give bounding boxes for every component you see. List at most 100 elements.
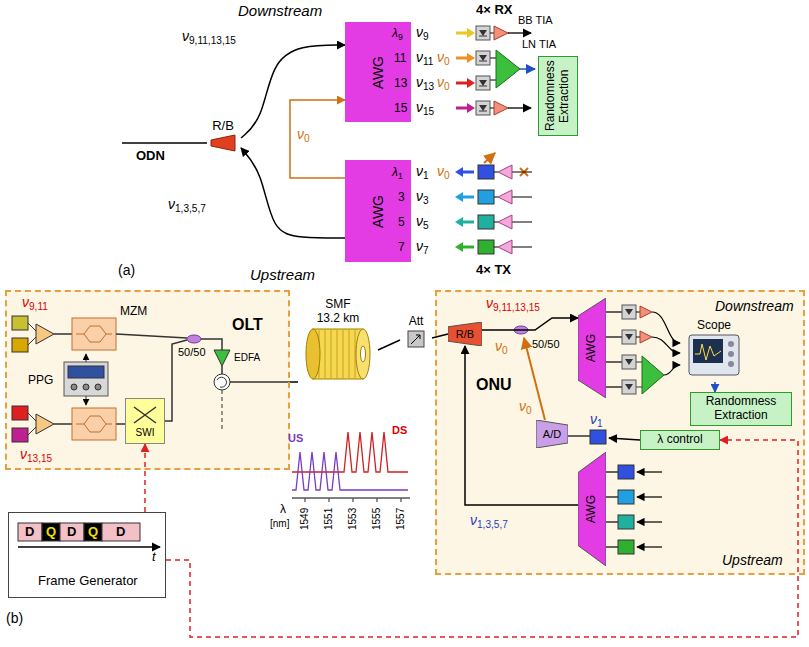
icon — [303, 327, 373, 381]
ln-tia-amplifier — [490, 58, 496, 80]
icon — [306, 329, 320, 379]
transceiver-rows — [462, 171, 474, 174]
symbol: ν — [470, 512, 477, 528]
subscript: 5 — [423, 220, 429, 231]
splitter-block: R/B — [448, 322, 482, 346]
transceiver-rows — [476, 26, 490, 40]
ln-tia-amplifier — [520, 68, 535, 70]
label: ν0 — [437, 49, 450, 66]
onu-optics — [568, 435, 590, 437]
node-content: ONU — [476, 376, 512, 394]
transceiver-rows — [462, 221, 474, 224]
label: LN TIA — [522, 38, 556, 51]
label: ν0 — [437, 163, 450, 180]
process-box: Randomness Extraction — [690, 392, 792, 426]
transceiver-rows — [622, 355, 636, 369]
transceiver-rows — [625, 384, 633, 390]
icon — [728, 361, 734, 367]
control-box: λ control — [640, 430, 720, 450]
node-text: AWG — [370, 56, 386, 89]
onu-optics — [609, 438, 640, 440]
node-content: Att — [407, 315, 425, 349]
spectrum-inset — [292, 432, 410, 502]
connector — [290, 100, 345, 178]
node-text: Randomness Extraction — [544, 59, 572, 133]
node-text: AWG — [585, 334, 599, 362]
olt-optics — [214, 350, 230, 366]
icon — [209, 134, 237, 152]
transceiver-rows — [490, 108, 494, 109]
transceiver-rows — [637, 521, 662, 522]
subscript: 13,15 — [27, 453, 52, 464]
transceiver-rows — [637, 496, 662, 497]
transceiver-rows — [606, 496, 618, 497]
icon — [361, 346, 366, 362]
label: ν1,3,5,7 — [168, 196, 206, 213]
label: 50/50 — [532, 338, 560, 351]
symbol: ν — [590, 411, 597, 427]
node-content: A/D — [543, 428, 561, 441]
label: DS — [392, 424, 407, 437]
transceiver-rows — [606, 336, 622, 337]
splitter-block: R/B — [205, 114, 241, 158]
icon — [337, 330, 338, 378]
subscript: 1,3,5,7 — [477, 519, 508, 530]
ln-tia-amplifier — [490, 50, 535, 88]
label: 1551 — [323, 508, 335, 530]
transceiver-rows — [494, 101, 508, 115]
transceiver-rows — [490, 33, 494, 34]
transceiver-rows — [636, 312, 640, 313]
transceiver-rows — [618, 515, 634, 529]
transceiver-rows — [467, 78, 475, 88]
label: t — [152, 549, 156, 565]
node-content: AWG — [370, 56, 386, 89]
transceiver-rows — [467, 28, 475, 38]
connector — [241, 45, 345, 138]
node-text: λ control — [657, 433, 702, 447]
panel-background — [5, 290, 805, 575]
transceiver-rows — [478, 240, 494, 254]
transceiver-rows — [606, 386, 622, 387]
label: ν13 — [416, 74, 434, 91]
frame-bar — [60, 523, 84, 541]
olt-optics — [83, 384, 89, 390]
label: λ9 — [392, 26, 403, 40]
transceiver-rows — [455, 242, 463, 252]
olt-optics — [214, 374, 230, 390]
symbol: ν — [416, 49, 423, 65]
label: Q — [46, 524, 56, 540]
node-content: SWI — [130, 403, 160, 439]
node-text: AWG — [585, 495, 599, 523]
node-text: Att — [409, 315, 424, 329]
transceiver-rows — [476, 101, 490, 115]
label: MZM — [120, 304, 147, 318]
onu-optics — [664, 365, 680, 375]
olt-optics — [230, 381, 290, 383]
label: ν9 — [416, 24, 429, 41]
label: Q — [88, 524, 98, 540]
attenuator: Att — [400, 312, 432, 352]
label: ν11 — [416, 49, 433, 66]
node-text: ONU — [476, 376, 512, 394]
subscript: 1 — [597, 418, 603, 429]
transceiver-rows — [455, 167, 463, 177]
label: ν1 — [590, 411, 603, 428]
node-content: R/B — [456, 328, 474, 341]
subscript: 9,11,13,15 — [493, 302, 540, 313]
transceiver-rows — [498, 215, 512, 229]
label: 1557 — [395, 508, 407, 530]
connector — [378, 340, 400, 350]
transceiver-rows — [498, 190, 512, 204]
label: ν0 — [437, 74, 450, 91]
transceiver-rows — [637, 546, 662, 547]
onu-panel: ONUR/BAWGScopeRandomness ExtractionA/Dλ … — [435, 290, 805, 575]
transceiver-rows — [479, 55, 487, 61]
frame-bar — [42, 523, 60, 541]
symbol: ν — [20, 446, 27, 462]
transceiver-rows — [606, 311, 622, 312]
node-content: AWG — [370, 195, 386, 228]
ln-tia-amplifier — [496, 50, 520, 88]
panel-background — [5, 290, 290, 470]
node-text: SWI — [136, 427, 155, 439]
